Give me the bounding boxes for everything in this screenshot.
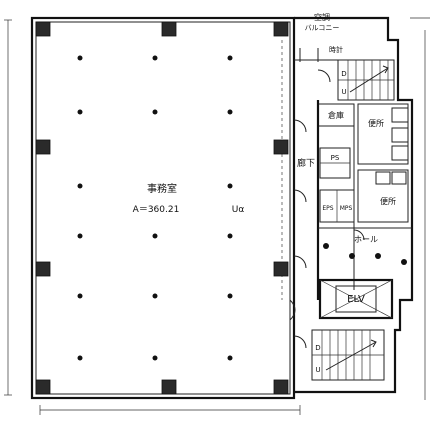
office-code-label: Uα bbox=[232, 205, 245, 215]
office-area-label: A＝360.21 bbox=[133, 205, 180, 215]
toilet-bottom-label: 便所 bbox=[380, 196, 396, 206]
eps-label: EPS bbox=[322, 205, 333, 212]
mps-label: MPS bbox=[340, 205, 353, 212]
stair-top-u-label: U bbox=[341, 88, 346, 96]
column bbox=[161, 21, 177, 37]
column bbox=[273, 139, 289, 155]
storage-label: 倉庫 bbox=[328, 110, 344, 120]
toilet-top-label: 便所 bbox=[368, 118, 384, 128]
corridor-label: 廊下 bbox=[297, 157, 315, 169]
column bbox=[273, 21, 289, 37]
office-name-label: 事務室 bbox=[147, 182, 177, 195]
stair-bottom-u-label: U bbox=[315, 366, 320, 374]
labels: 事務室 A＝360.21 Uα 空調 バルコニー 時計 倉庫 便所 廊下 PS … bbox=[133, 12, 396, 374]
column bbox=[273, 379, 289, 395]
column bbox=[35, 261, 51, 277]
clock-label: 時計 bbox=[329, 45, 343, 54]
stair-top-d-label: D bbox=[341, 70, 346, 78]
hall-label: ホール bbox=[354, 235, 378, 244]
balcony-label-line2: バルコニー bbox=[305, 24, 340, 32]
ceiling-fixtures bbox=[77, 55, 407, 361]
stair-bottom bbox=[311, 329, 385, 381]
stair-bottom-d-label: D bbox=[315, 344, 320, 352]
column bbox=[35, 379, 51, 395]
dimension-lines bbox=[4, 17, 430, 415]
elevator-label: ELV bbox=[347, 294, 365, 305]
column bbox=[273, 261, 289, 277]
column bbox=[35, 21, 51, 37]
ps-label: PS bbox=[331, 154, 340, 162]
stair-top bbox=[337, 59, 395, 101]
column bbox=[161, 379, 177, 395]
balcony-label-line1: 空調 bbox=[314, 12, 330, 22]
column bbox=[35, 139, 51, 155]
columns bbox=[35, 21, 289, 395]
core-block bbox=[293, 16, 414, 394]
